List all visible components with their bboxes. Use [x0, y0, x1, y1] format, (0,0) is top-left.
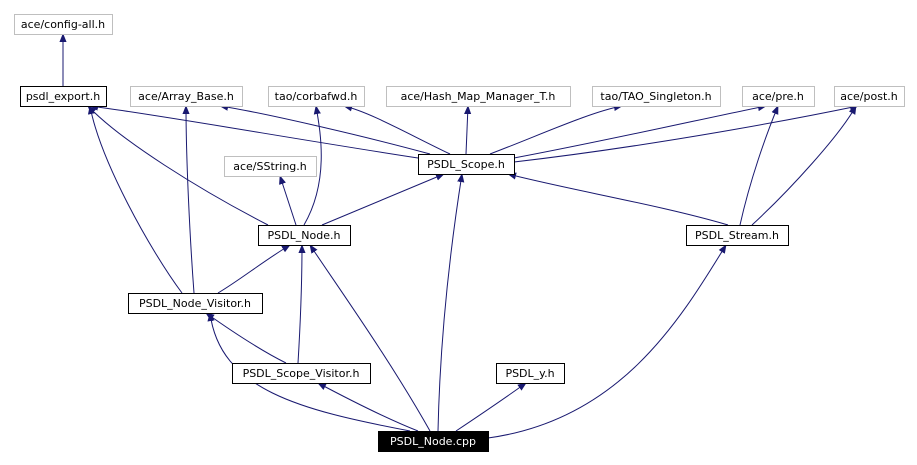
node-label: PSDL_Node_Visitor.h [139, 297, 251, 310]
node-label: PSDL_Node.cpp [390, 435, 476, 448]
edge-psdl-node-cpp-to-psdl-stream [487, 244, 727, 439]
node-box [378, 431, 489, 452]
edge-psdl-node-cpp-to-psdl-node-visitor [207, 312, 411, 432]
edge-psdl-node-visitor-to-array-base [182, 105, 195, 294]
node-psdl-y[interactable]: PSDL_y.h [496, 363, 565, 384]
edge-psdl-node-to-sstring [279, 175, 297, 226]
node-config-all[interactable]: ace/config-all.h [14, 14, 113, 35]
node-box [686, 225, 789, 246]
node-array-base[interactable]: ace/Array_Base.h [130, 86, 243, 107]
node-box [834, 86, 905, 107]
node-psdl-scope[interactable]: PSDL_Scope.h [418, 154, 515, 175]
node-label: ace/Array_Base.h [138, 90, 234, 103]
node-label: psdl_export.h [26, 90, 100, 103]
node-layer: ace/config-all.h psdl_export.h ace/Array_B… [14, 14, 905, 452]
edge-psdl-scope-to-pre [513, 104, 767, 159]
node-label: ace/config-all.h [21, 18, 105, 31]
edge-psdl-node-cpp-to-psdl-y [455, 382, 527, 432]
edge-psdl-stream-to-pre [739, 105, 779, 226]
node-pre[interactable]: ace/pre.h [742, 86, 815, 107]
node-label: PSDL_Node.h [268, 229, 341, 242]
node-label: ace/SString.h [233, 160, 307, 173]
node-label: PSDL_Scope_Visitor.h [243, 367, 360, 380]
edge-psdl-stream-to-post [751, 105, 857, 226]
edge-psdl-node-to-corbafwd [303, 105, 322, 226]
node-tao-singleton[interactable]: tao/TAO_Singleton.h [592, 86, 721, 107]
edge-psdl-scope-to-post [513, 104, 859, 163]
node-label: ace/post.h [840, 90, 898, 103]
edge-psdl-scope-to-hash-map [464, 105, 472, 155]
node-label: ace/pre.h [752, 90, 804, 103]
edge-psdl-stream-to-psdl-scope [507, 172, 729, 226]
edge-psdl-node-cpp-to-psdl-node [309, 244, 431, 432]
node-box [742, 86, 815, 107]
edge-psdl-node-to-psdl-export [87, 105, 269, 226]
edge-psdl-scope-to-tao-singleton [489, 103, 623, 155]
node-psdl-scope-visitor[interactable]: PSDL_Scope_Visitor.h [232, 363, 371, 384]
edge-psdl-node-to-psdl-scope [321, 173, 445, 226]
node-psdl-node[interactable]: PSDL_Node.h [258, 225, 351, 246]
node-post[interactable]: ace/post.h [834, 86, 905, 107]
node-label: ace/Hash_Map_Manager_T.h [401, 90, 556, 103]
node-psdl-export[interactable]: psdl_export.h [20, 86, 107, 107]
edge-psdl-node-cpp-to-psdl-scope [437, 173, 465, 432]
edge-psdl-node-visitor-to-psdl-export [87, 105, 183, 294]
node-psdl-node-cpp: PSDL_Node.cpp [378, 431, 489, 452]
edge-psdl-scope-to-corbafwd [343, 104, 451, 155]
node-box [496, 363, 565, 384]
node-sstring[interactable]: ace/SString.h [224, 156, 317, 177]
node-label: PSDL_Stream.h [695, 229, 779, 242]
node-box [592, 86, 721, 107]
node-psdl-node-visitor[interactable]: PSDL_Node_Visitor.h [128, 293, 263, 314]
edge-layer [59, 33, 859, 439]
node-box [224, 156, 317, 177]
node-label: PSDL_y.h [505, 367, 554, 380]
edge-psdl-scope-to-psdl-export [89, 103, 419, 159]
node-box [14, 14, 113, 35]
node-hash-map[interactable]: ace/Hash_Map_Manager_T.h [386, 86, 571, 107]
node-box [128, 293, 263, 314]
node-label: tao/corbafwd.h [275, 90, 358, 103]
node-box [418, 154, 515, 175]
edge-psdl-node-cpp-to-psdl-scope-visitor [317, 382, 419, 432]
node-corbafwd[interactable]: tao/corbafwd.h [268, 86, 365, 107]
edge-psdl-scope-visitor-to-psdl-node [297, 244, 306, 364]
node-box [232, 363, 371, 384]
node-box [258, 225, 351, 246]
edge-psdl-scope-visitor-to-psdl-node-visitor [205, 312, 287, 364]
node-box [268, 86, 365, 107]
node-label: tao/TAO_Singleton.h [600, 90, 711, 103]
node-box [130, 86, 243, 107]
node-box [20, 86, 107, 107]
node-box [386, 86, 571, 107]
edge-psdl-node-visitor-to-psdl-node [217, 244, 291, 294]
edge-psdl-scope-to-array-base [219, 103, 431, 155]
node-psdl-stream[interactable]: PSDL_Stream.h [686, 225, 789, 246]
node-label: PSDL_Scope.h [427, 158, 505, 171]
